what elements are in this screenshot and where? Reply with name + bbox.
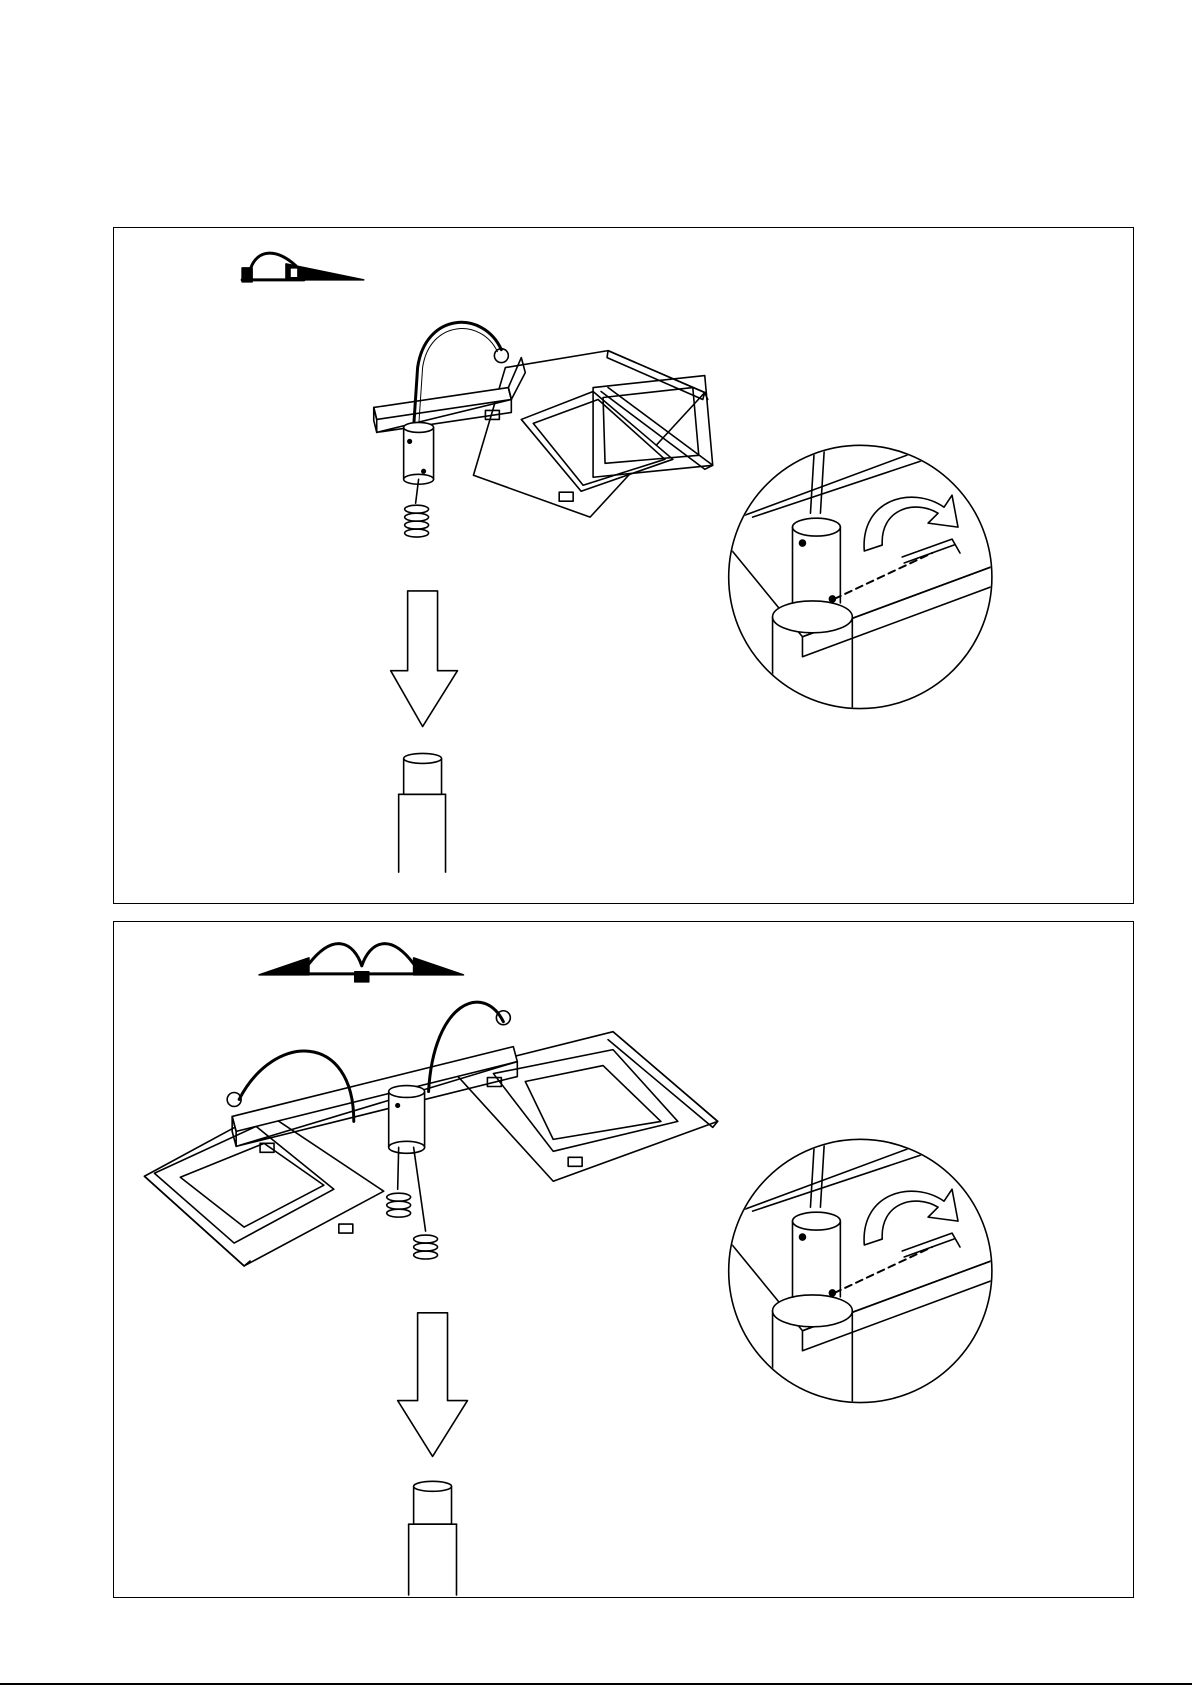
hex-key-detail-illustration: [713, 427, 1072, 746]
double-head-lamp-icon: [259, 944, 463, 982]
down-arrow-icon: [398, 1313, 468, 1457]
lamp-head-illustration: [374, 322, 713, 537]
step-panel-double-lamp: [113, 921, 1134, 1598]
hex-key-detail-illustration: [713, 1121, 1072, 1440]
down-arrow-icon: [391, 591, 458, 727]
double-lamp-illustration: [144, 1002, 717, 1266]
step-panel-single-lamp: [113, 227, 1134, 904]
single-head-lamp-icon: [242, 253, 364, 282]
pole-top-illustration: [399, 753, 446, 872]
pole-top-illustration: [409, 1481, 457, 1595]
double-lamp-assembly-illustration: [114, 922, 1133, 1597]
single-lamp-assembly-illustration: [114, 228, 1133, 903]
